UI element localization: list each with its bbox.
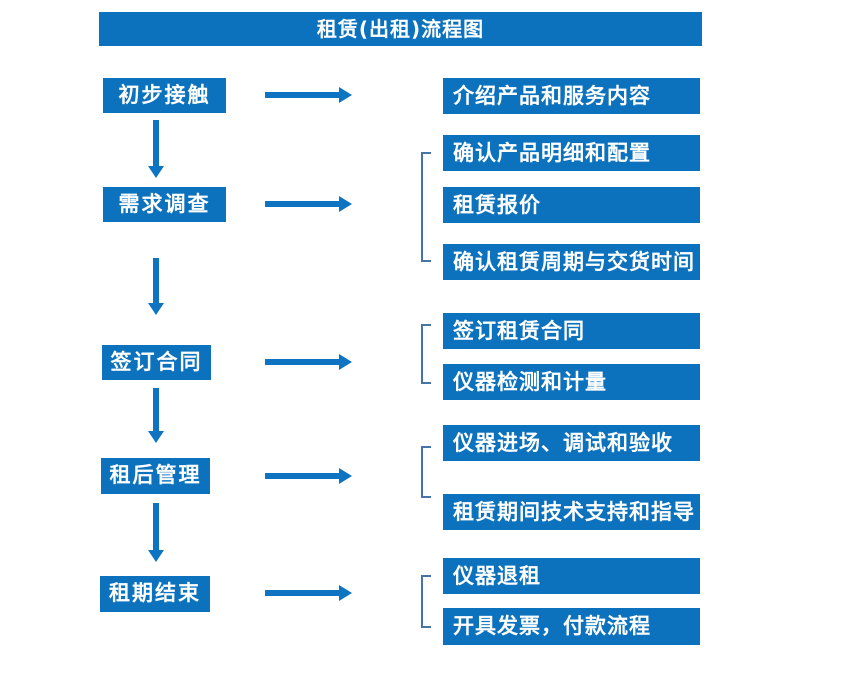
step-box-lease-end: 租期结束 <box>100 576 210 612</box>
detail-box-introduce-products-services: 介绍产品和服务内容 <box>443 78 700 114</box>
down-arrow-icon-2 <box>148 258 164 315</box>
step-box-post-rental-management: 租后管理 <box>101 458 210 494</box>
detail-box-rental-quotation: 租赁报价 <box>443 187 700 223</box>
detail-box-confirm-product-details-config: 确认产品明细和配置 <box>443 135 700 171</box>
detail-box-sign-rental-contract: 签订租赁合同 <box>443 313 700 349</box>
group-bracket-post-rental-management <box>421 446 431 498</box>
detail-box-confirm-rental-period-delivery: 确认租赁周期与交货时间 <box>443 244 700 280</box>
step-box-sign-contract: 签订合同 <box>102 345 211 380</box>
detail-box-instrument-return: 仪器退租 <box>443 558 700 594</box>
step-box-demand-survey: 需求调查 <box>103 187 226 222</box>
down-arrow-icon-3 <box>148 388 164 443</box>
right-arrow-icon-5 <box>265 585 352 601</box>
down-arrow-icon-4 <box>148 503 164 562</box>
flowchart-title: 租赁(出租)流程图 <box>99 12 702 46</box>
right-arrow-icon-3 <box>265 354 352 370</box>
detail-box-rental-tech-support-guidance: 租赁期间技术支持和指导 <box>443 494 700 530</box>
right-arrow-icon-1 <box>265 87 352 103</box>
group-bracket-lease-end <box>421 575 431 628</box>
step-box-initial-contact: 初步接触 <box>103 78 226 113</box>
down-arrow-icon-1 <box>148 120 164 178</box>
detail-box-instrument-entry-debug-acceptance: 仪器进场、调试和验收 <box>443 425 700 461</box>
group-bracket-demand-survey <box>421 152 431 262</box>
right-arrow-icon-4 <box>265 468 352 484</box>
group-bracket-sign-contract <box>421 324 431 384</box>
detail-box-instrument-testing-metering: 仪器检测和计量 <box>443 364 700 400</box>
right-arrow-icon-2 <box>265 196 352 212</box>
detail-box-invoice-payment-process: 开具发票，付款流程 <box>443 608 700 645</box>
